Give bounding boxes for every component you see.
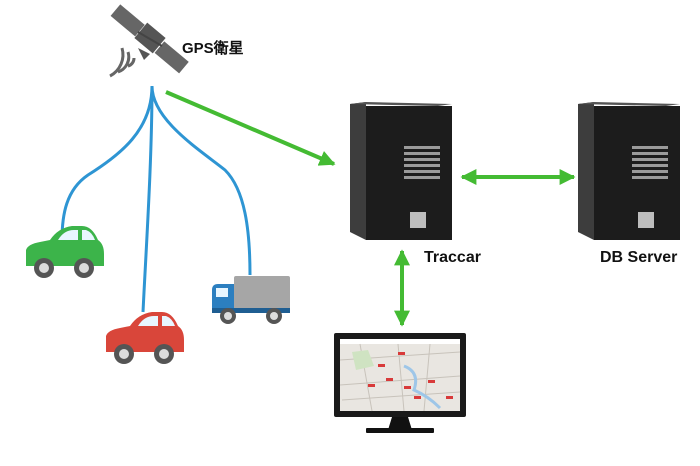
green-car-icon xyxy=(26,226,104,278)
db-server-label: DB Server xyxy=(600,249,678,266)
db-server-icon xyxy=(578,102,680,240)
monitor-map-icon xyxy=(334,333,466,433)
arrows xyxy=(165,90,576,327)
signal-line-car-red xyxy=(141,85,154,313)
signal-lines xyxy=(60,85,252,313)
signal-line-car-green xyxy=(60,85,154,241)
red-car-icon xyxy=(106,312,184,364)
traccar-server-icon xyxy=(350,102,452,240)
arrow-satellite-to-traccar xyxy=(165,90,336,166)
satellite-label: GPS衛星 xyxy=(182,40,244,57)
traccar-label: Traccar xyxy=(424,249,481,266)
satellite-icon xyxy=(109,4,189,78)
truck-icon xyxy=(212,276,290,324)
signal-line-truck xyxy=(150,85,252,276)
